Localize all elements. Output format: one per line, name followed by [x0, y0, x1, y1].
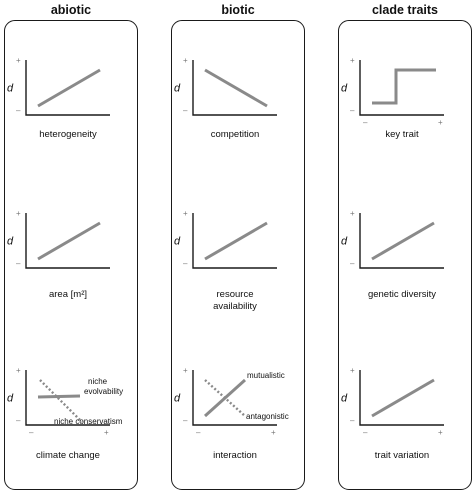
- plot-2-2-x-tick-minus: –: [363, 428, 368, 437]
- plot-1-2-x-tick-plus: +: [271, 428, 276, 437]
- plot-0-0-y-tick-minus: –: [16, 106, 21, 115]
- panel-clade-traits: [338, 20, 472, 490]
- plot-0-2-annot-lower: niche conservatism: [54, 417, 123, 426]
- plot-2-1-axes: [359, 213, 444, 269]
- plot-1-1-y-tick-plus: +: [183, 209, 188, 218]
- plot-0-1-label-line-0: area [m²]: [49, 289, 87, 300]
- plot-2-0-label-line-0: key trait: [385, 129, 419, 140]
- panel-abiotic: [4, 20, 138, 490]
- plot-2-0-step-line: [372, 68, 436, 105]
- plot-2-2-y-label: d: [341, 393, 348, 405]
- plot-1-0-y-tick-minus: –: [183, 106, 188, 115]
- plot-1-1-y-label: d: [174, 236, 181, 248]
- plot-0-0-axes: [25, 60, 110, 116]
- plot-1-2-annot-upper: mutualistic: [247, 371, 285, 380]
- plot-1-1-trend-line: [204, 221, 268, 261]
- plot-1-0-axes: [192, 60, 277, 116]
- plot-0-2-x-tick-minus: –: [29, 428, 34, 437]
- plot-1-1-label-line-1: availability: [213, 301, 257, 312]
- plot-1-2-annot-lower: antagonistic: [246, 412, 289, 421]
- plot-2-2-trend-line: [371, 378, 435, 418]
- plot-0-0-trend-line: [37, 68, 101, 108]
- plot-0-0-y-label: d: [7, 83, 14, 95]
- plot-2-0-axes: [359, 60, 444, 116]
- plot-0-2-label-line-0: climate change: [36, 450, 100, 461]
- plot-0-2-annot-upper-1: niche: [88, 377, 108, 386]
- plot-2-0-y-tick-plus: +: [350, 56, 355, 65]
- column-title-abiotic: abiotic: [50, 3, 92, 17]
- plot-2-1-label-line-0: genetic diversity: [368, 289, 436, 300]
- plot-0-2-axes: [25, 370, 110, 426]
- plot-2-0-y-label: d: [341, 83, 348, 95]
- plot-0-0-y-tick-plus: +: [16, 56, 21, 65]
- plot-0-2-y-tick-minus: –: [16, 416, 21, 425]
- plot-0-1-trend-line: [37, 221, 101, 261]
- plot-1-0-y-label: d: [174, 83, 181, 95]
- panel-biotic: [171, 20, 305, 490]
- plot-0-1-y-tick-minus: –: [16, 259, 21, 268]
- plot-0-2-y-label: d: [7, 393, 14, 405]
- plot-1-1-y-tick-minus: –: [183, 259, 188, 268]
- plot-1-1-axes: [192, 213, 277, 269]
- plot-0-2-evolvability-line: [37, 394, 81, 399]
- plot-2-2-x-tick-plus: +: [438, 428, 443, 437]
- plot-2-2-axes: [359, 370, 444, 426]
- plot-1-2-label-line-0: interaction: [213, 450, 257, 461]
- plot-0-1-y-tick-plus: +: [16, 209, 21, 218]
- plot-2-1-trend-line: [371, 221, 435, 261]
- column-title-clade-traits: clade traits: [371, 3, 438, 17]
- plot-2-0-x-tick-minus: –: [363, 118, 368, 127]
- plot-1-0-label-line-0: competition: [211, 129, 260, 140]
- plot-0-1-axes: [25, 213, 110, 269]
- plot-2-1-y-label: d: [341, 236, 348, 248]
- plot-2-0-x-tick-plus: +: [438, 118, 443, 127]
- plot-0-2-y-tick-plus: +: [16, 366, 21, 375]
- plot-1-2-y-tick-plus: +: [183, 366, 188, 375]
- plot-2-1-y-tick-minus: –: [350, 259, 355, 268]
- plot-1-2-x-tick-minus: –: [196, 428, 201, 437]
- plot-2-1-y-tick-plus: +: [350, 209, 355, 218]
- plot-1-0-trend-line: [204, 68, 268, 108]
- plot-2-2-label-line-0: trait variation: [375, 450, 429, 461]
- plot-0-2-x-tick-plus: +: [104, 428, 109, 437]
- plot-0-2-conservatism-line: [39, 379, 83, 423]
- plot-0-0-label-line-0: heterogeneity: [39, 129, 97, 140]
- plot-1-1-label-line-0: resource: [217, 289, 254, 300]
- column-title-biotic: biotic: [221, 3, 255, 17]
- plot-1-2-y-label: d: [174, 393, 181, 405]
- plot-2-2-y-tick-plus: +: [350, 366, 355, 375]
- plot-1-2-axes: [192, 370, 277, 426]
- plot-1-2-y-tick-minus: –: [183, 416, 188, 425]
- plot-0-1-y-label: d: [7, 236, 14, 248]
- plot-2-2-y-tick-minus: –: [350, 416, 355, 425]
- plot-0-2-annot-upper-2: evolvability: [84, 387, 123, 396]
- plot-2-0-y-tick-minus: –: [350, 106, 355, 115]
- plot-1-0-y-tick-plus: +: [183, 56, 188, 65]
- plot-1-2-antagonistic-line: [204, 379, 246, 417]
